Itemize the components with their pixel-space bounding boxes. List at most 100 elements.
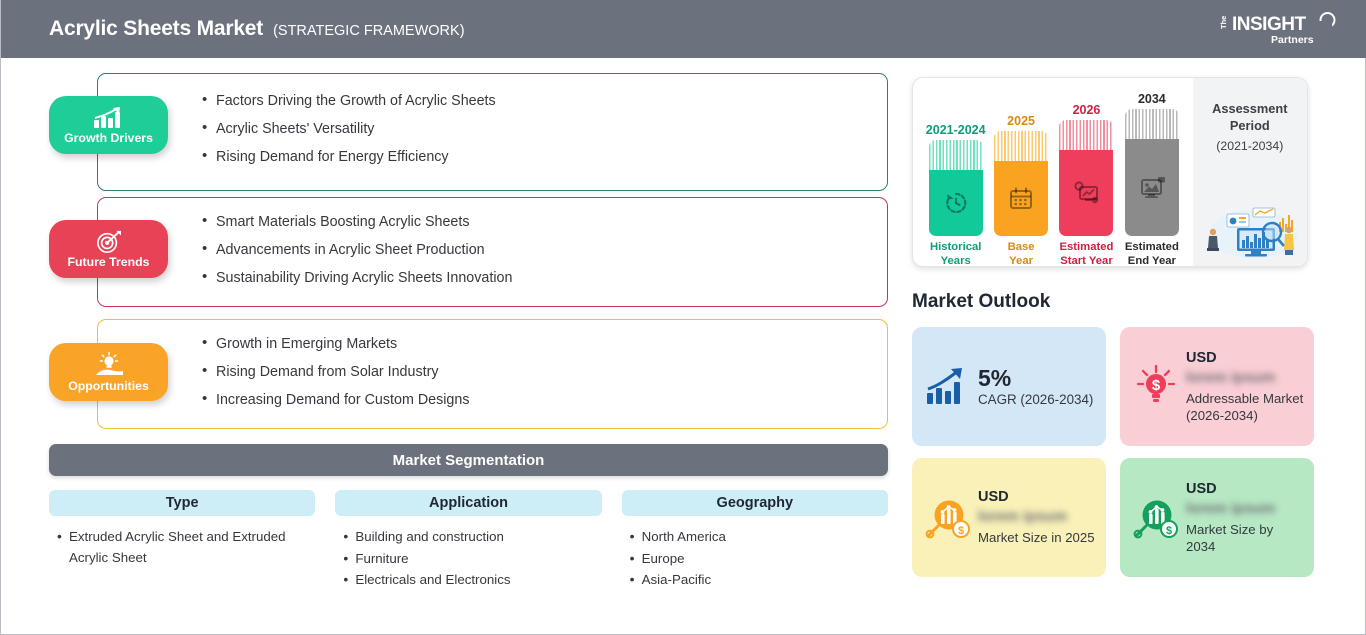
list-item: Growth in Emerging Markets — [202, 329, 887, 358]
card-icon-wrap: $ — [1130, 364, 1182, 409]
bar-solid-body — [1059, 150, 1114, 236]
list-item: Europe — [630, 548, 888, 570]
list-item: Sustainability Driving Acrylic Sheets In… — [202, 263, 887, 292]
card-blurred-value: lorem ipsum — [978, 508, 1068, 526]
card-currency: USD — [1186, 480, 1217, 497]
segmentation-column-application: Application Building and construction Fu… — [335, 490, 602, 592]
list-item: Acrylic Sheets' Versatility — [202, 114, 887, 143]
bar-stripe-top — [994, 131, 1049, 161]
list-item: North America — [630, 526, 888, 548]
person-left — [1206, 228, 1219, 251]
list-item: Increasing Demand for Custom Designs — [202, 385, 887, 414]
svg-text:Partners: Partners — [1271, 34, 1314, 46]
lightbulb-hand-icon — [95, 351, 123, 375]
assessment-title-line2: Period — [1229, 118, 1270, 133]
bar-chart-arrow-icon — [927, 367, 962, 404]
calendar-icon — [1010, 187, 1033, 209]
market-outlook-title: Market Outlook — [912, 291, 1051, 312]
column-header-application: Application — [335, 490, 602, 516]
card-icon-wrap: $ — [922, 496, 974, 540]
bar-solid-body — [994, 161, 1049, 236]
type-items: Extruded Acrylic Sheet and Extruded Acry… — [49, 526, 315, 568]
future-trends-list: Smart Materials Boosting Acrylic Sheets … — [98, 198, 887, 292]
market-segmentation-bar: Market Segmentation — [49, 444, 888, 476]
list-item: Rising Demand for Energy Efficiency — [202, 142, 887, 171]
page-title: Acrylic Sheets Market — [49, 17, 264, 40]
svg-text:$: $ — [958, 525, 964, 537]
assessment-period-side: Assessment Period (2021-2034) — [1192, 78, 1307, 266]
page-header: Acrylic Sheets Market (STRATEGIC FRAMEWO… — [1, 0, 1366, 58]
magnifier-bar-dollar-icon: $ — [1133, 500, 1178, 538]
list-item: Advancements in Acrylic Sheet Production — [202, 235, 887, 264]
bulb-dollar-icon: $ — [1136, 364, 1176, 402]
bar-shape — [1059, 120, 1114, 236]
gear-screen-icon — [1074, 181, 1099, 204]
column-header-geography: Geography — [621, 490, 888, 516]
badge-label: Opportunities — [68, 378, 149, 393]
svg-text:The: The — [1219, 16, 1228, 29]
list-item: Building and construction — [343, 526, 601, 548]
card-text: 5%CAGR (2026-2034) — [974, 365, 1096, 409]
person-right — [1283, 226, 1294, 255]
bar-solid-body — [1124, 139, 1179, 236]
list-item: Rising Demand from Solar Industry — [202, 357, 887, 386]
column-header-label: Type — [165, 495, 199, 511]
card-caption: Market Size in 2025 — [978, 530, 1095, 546]
insight-partners-logo: The INSIGHT Partners — [1219, 12, 1336, 46]
segmentation-columns: Type Extruded Acrylic Sheet and Extruded… — [49, 490, 888, 592]
analytics-dashboard-illustration — [1206, 207, 1297, 258]
assessment-title-line1: Assessment — [1212, 101, 1288, 116]
badge-future-trends[interactable]: Future Trends — [49, 220, 168, 278]
bar-shape — [1124, 109, 1179, 236]
target-dart-icon — [96, 230, 121, 253]
market-outlook-card-1[interactable]: 5%CAGR (2026-2034) — [912, 327, 1106, 446]
list-item: Electricals and Electronics — [343, 569, 601, 591]
application-items: Building and construction Furniture Elec… — [335, 526, 601, 591]
bar-shape — [928, 140, 983, 236]
list-item: Factors Driving the Growth of Acrylic Sh… — [202, 86, 887, 115]
growth-drivers-list: Factors Driving the Growth of Acrylic Sh… — [98, 74, 887, 171]
card-blurred-value: lorem ipsum — [1186, 499, 1276, 517]
bar-stripe-top — [928, 140, 983, 170]
bar-stripe-top — [1124, 109, 1179, 139]
svg-text:$: $ — [1166, 525, 1172, 537]
segmentation-column-geography: Geography North America Europe Asia-Paci… — [621, 490, 888, 592]
card-icon-wrap: $ — [1130, 496, 1182, 540]
card-currency: USD — [978, 489, 1009, 506]
bar-shape — [994, 131, 1049, 236]
bar-year-label: 2021-2024 — [925, 123, 986, 137]
list-item: Furniture — [343, 548, 601, 570]
card-currency: USD — [1186, 349, 1217, 366]
badge-label: Growth Drivers — [64, 130, 153, 145]
card-caption: Market Size by 2034 — [1186, 521, 1274, 555]
assessment-range: (2021-2034) — [1216, 139, 1284, 153]
column-header-type: Type — [49, 490, 316, 516]
badge-opportunities[interactable]: Opportunities — [49, 343, 168, 401]
column-header-label: Application — [429, 495, 508, 511]
badge-growth-drivers[interactable]: Growth Drivers — [49, 96, 168, 154]
bar-stripe-top — [1059, 120, 1114, 150]
bar-year-label: 2034 — [1137, 92, 1166, 106]
segmentation-column-type: Type Extruded Acrylic Sheet and Extruded… — [49, 490, 316, 592]
growth-drivers-panel: Factors Driving the Growth of Acrylic Sh… — [97, 73, 888, 191]
card-caption: Addressable Market (2026-2034) — [1186, 390, 1304, 424]
list-item: Smart Materials Boosting Acrylic Sheets — [202, 207, 887, 236]
geography-items: North America Europe Asia-Pacific — [622, 526, 888, 591]
svg-text:INSIGHT: INSIGHT — [1232, 14, 1306, 35]
card-caption: CAGR (2026-2034) — [978, 391, 1094, 407]
